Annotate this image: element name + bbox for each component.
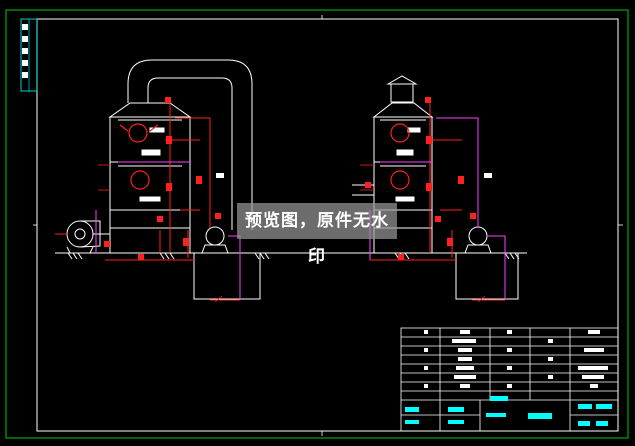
tower-left bbox=[108, 102, 192, 254]
outer-border bbox=[5, 9, 629, 439]
pump-right bbox=[464, 226, 492, 254]
tag-box-left bbox=[216, 173, 224, 178]
frame-ticks bbox=[33, 15, 623, 436]
title-block-cyan bbox=[405, 396, 612, 426]
tag-box-right bbox=[484, 173, 492, 178]
piping-right bbox=[369, 100, 506, 301]
bom-table bbox=[400, 327, 619, 432]
fan-left bbox=[66, 220, 110, 254]
spray-nozzles-right bbox=[390, 123, 410, 190]
bom-table-fills bbox=[424, 330, 608, 388]
pump-left bbox=[201, 226, 229, 254]
left-title-strip bbox=[20, 18, 38, 92]
water-pit-right bbox=[455, 252, 519, 300]
spray-nozzles-left bbox=[119, 123, 159, 190]
valves-left bbox=[104, 97, 221, 260]
leader-marks bbox=[98, 164, 486, 303]
preview-watermark: 预览图，原件无水印 bbox=[237, 203, 397, 267]
duct-arch bbox=[127, 59, 253, 230]
valves-right bbox=[365, 97, 476, 260]
water-pit-left bbox=[193, 252, 261, 300]
piping-left bbox=[55, 100, 241, 301]
